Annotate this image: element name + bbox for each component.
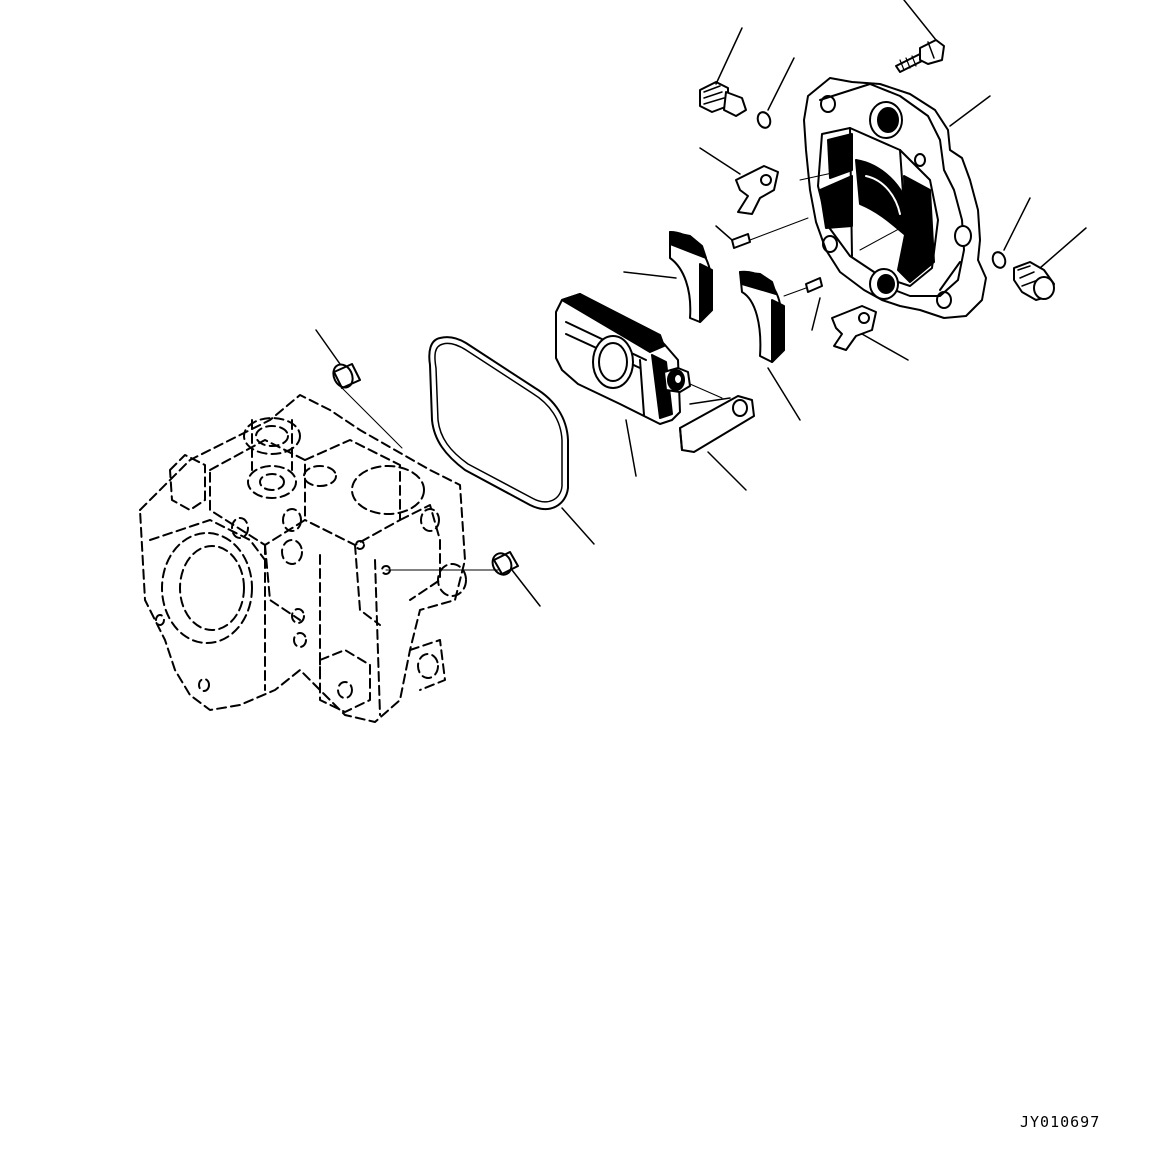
pump-body — [139, 394, 467, 723]
cradle-bushing-left — [623, 231, 713, 323]
assembly-leader-lines — [341, 169, 931, 571]
swash-plate-rocker-cam — [555, 293, 691, 477]
small-pin-left — [715, 217, 809, 249]
drawing-code: JY010697 — [1020, 1113, 1101, 1131]
dowel-pin-top — [315, 329, 361, 389]
cradle-bushing-right — [739, 270, 801, 421]
dowel-pin-bottom — [491, 551, 541, 607]
retainer-clip-bottom — [831, 305, 909, 361]
cradle-case-housing — [803, 77, 991, 319]
small-pin-right — [783, 277, 823, 331]
o-ring-large — [428, 336, 595, 545]
mounting-bolt — [895, 0, 945, 73]
o-ring-small-right — [991, 197, 1031, 269]
plug-right — [1013, 227, 1087, 301]
retainer-clip-top — [699, 147, 779, 215]
plug-top — [699, 27, 747, 117]
guide-plate — [679, 395, 755, 491]
o-ring-small-top — [756, 57, 795, 129]
